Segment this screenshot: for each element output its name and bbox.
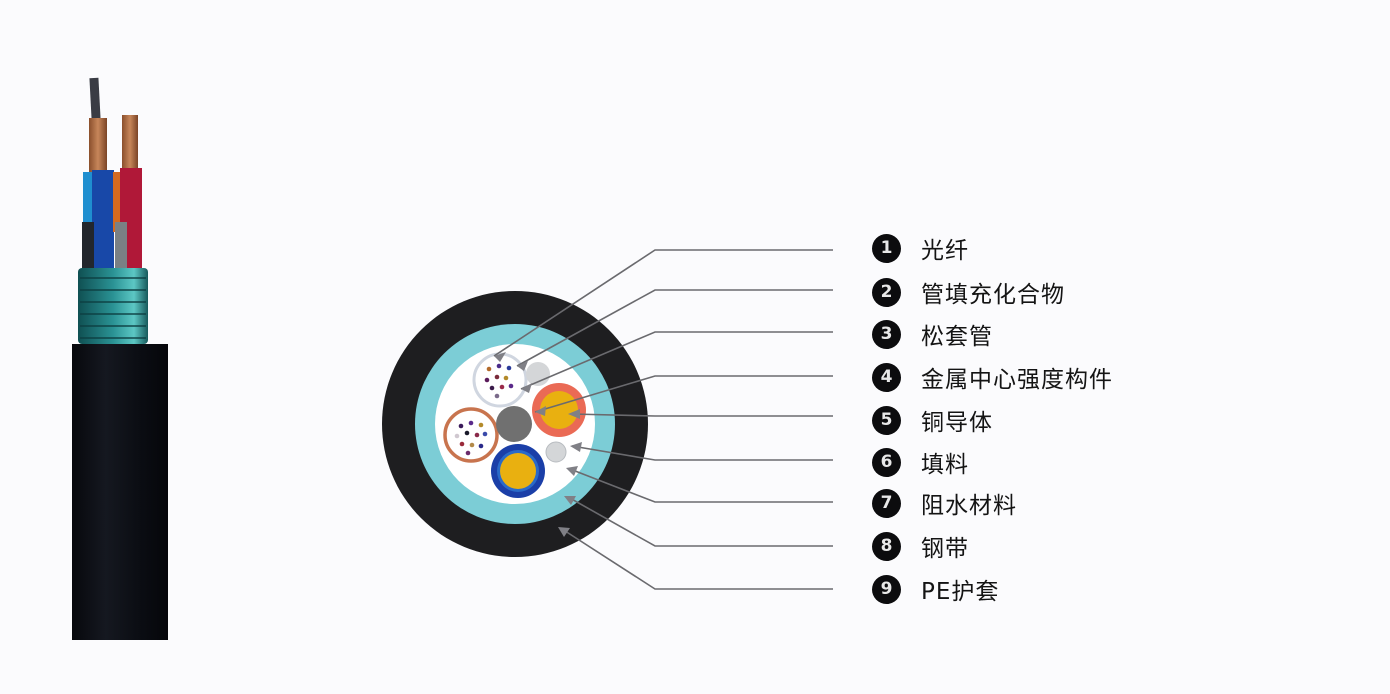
legend-item-5: 5 铜导体 [872, 404, 993, 436]
leader-line-9 [561, 528, 833, 590]
copper-wire-left [89, 118, 107, 178]
fibers-tube-2 [454, 420, 488, 456]
legend-item-4: 4 金属中心强度构件 [872, 361, 1113, 393]
arrow-icon [564, 496, 576, 505]
arrow-icon [517, 361, 528, 371]
leader-lines [493, 249, 833, 590]
number-badge: 8 [872, 531, 901, 561]
copper-core-blue-inner [500, 453, 536, 489]
legend-label: 阻水材料 [921, 493, 1017, 519]
number-badge: 1 [872, 233, 901, 263]
arrow-icon [566, 466, 578, 476]
orange-insulation [113, 172, 121, 232]
legend-label: 金属中心强度构件 [921, 367, 1113, 393]
legend-label: PE护套 [921, 579, 1000, 605]
copper-core-red [540, 391, 578, 429]
leader-line-6 [571, 445, 833, 461]
leader-line-5 [571, 413, 833, 417]
steel-armor [78, 268, 148, 344]
legend-item-7: 7 阻水材料 [872, 487, 1017, 519]
cross-section [382, 291, 648, 557]
legend-label: 光纤 [921, 238, 969, 264]
number-badge: 2 [872, 277, 901, 307]
leader-line-8 [567, 496, 833, 547]
arrow-icon [558, 527, 570, 537]
legend-label: 管填充化合物 [921, 282, 1065, 308]
copper-wire-right [122, 115, 138, 175]
number-badge: 3 [872, 319, 901, 349]
pe-jacket [72, 344, 168, 640]
legend-item-9: 9 PE护套 [872, 573, 999, 605]
number-badge: 5 [872, 405, 901, 435]
legend-item-8: 8 钢带 [872, 530, 969, 562]
gray-subunit [115, 222, 127, 270]
legend-label: 填料 [921, 452, 969, 478]
number-badge: 7 [872, 488, 901, 518]
leader-line-7 [569, 468, 833, 503]
leader-line-3 [520, 331, 833, 390]
filler-bottom [545, 441, 567, 463]
arrow-icon [570, 442, 582, 452]
legend-item-1: 1 光纤 [872, 232, 969, 264]
central-strength-member [496, 406, 532, 442]
leader-line-4 [534, 375, 833, 413]
arrow-icon [535, 406, 546, 416]
black-subunit [82, 222, 94, 270]
leader-line-1 [493, 249, 833, 357]
legend-item-2: 2 管填充化合物 [872, 276, 1065, 308]
arrow-icon [568, 409, 580, 419]
legend-label: 铜导体 [921, 410, 993, 436]
fibers-tube-1 [484, 363, 514, 399]
loose-tube-orange [443, 407, 499, 463]
legend-label: 松套管 [921, 324, 993, 350]
arrowheads [494, 352, 582, 537]
number-badge: 6 [872, 447, 901, 477]
number-badge: 4 [872, 362, 901, 392]
leader-line-2 [516, 289, 833, 367]
legend-item-6: 6 填料 [872, 446, 969, 478]
arrow-icon [521, 383, 532, 393]
legend-item-3: 3 松套管 [872, 318, 993, 350]
number-badge: 9 [872, 574, 901, 604]
blue-insulation [92, 170, 114, 270]
legend-label: 钢带 [921, 536, 969, 562]
arrow-icon [494, 352, 506, 362]
